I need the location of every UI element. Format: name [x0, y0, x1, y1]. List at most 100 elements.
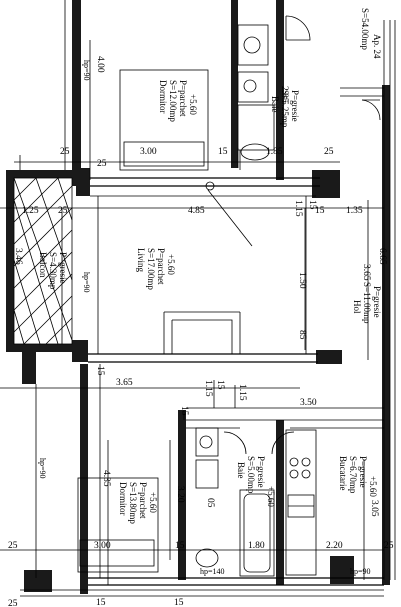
svg-text:P=gresie: P=gresie — [358, 456, 368, 488]
dim-05: 05 — [205, 498, 215, 508]
svg-text:Baie: Baie — [236, 462, 246, 479]
svg-text:S=6.70mp: S=6.70mp — [348, 456, 358, 494]
dim-hp90-b: hp=90 — [82, 272, 91, 293]
svg-text:Bucatarie: Bucatarie — [338, 456, 348, 490]
room-bucatarie: Bucatarie S=6.70mp P=gresie +5.60 — [338, 456, 378, 497]
svg-text:1.15: 1.15 — [203, 380, 213, 397]
svg-text:S=17.00mp: S=17.00mp — [146, 248, 156, 290]
svg-text:+5.60: +5.60 — [188, 94, 198, 115]
svg-text:S=5.00mp: S=5.00mp — [246, 456, 256, 494]
dim-25: 25 — [8, 541, 18, 551]
room-baie1: Baie S=5.25mp P=gresie — [270, 90, 300, 128]
room-dormitor2: Dormitor S=13.80mp P=parchet +5.60 — [118, 482, 158, 524]
dim-hp90-a: hp=90 — [82, 60, 91, 81]
dim-15: 15 — [174, 598, 184, 607]
dim-25: 25 — [8, 599, 18, 607]
svg-text:4.35: 4.35 — [101, 470, 111, 487]
svg-text:Living: Living — [136, 248, 146, 272]
svg-text:2.85: 2.85 — [279, 86, 289, 103]
svg-text:1.15: 1.15 — [237, 384, 247, 401]
room-balcon: Balcon S=4.30mp P=gresie — [38, 252, 68, 290]
svg-text:4.00: 4.00 — [95, 56, 105, 73]
dim-25: 25 — [60, 147, 70, 157]
svg-text:1.50: 1.50 — [297, 272, 307, 289]
dim-15-c: 15 — [307, 200, 317, 210]
dim-85: 85 — [297, 330, 307, 340]
svg-text:Ap. 24: Ap. 24 — [372, 34, 382, 59]
dim-285: 2.85 — [279, 86, 289, 103]
dim-15: 15 — [175, 541, 185, 551]
svg-text:S=12.00mp: S=12.00mp — [168, 80, 178, 122]
svg-text:3.65: 3.65 — [361, 264, 371, 281]
dim-180: 1.80 — [248, 541, 265, 551]
wall-lines — [20, 0, 384, 597]
svg-text:hp=90: hp=90 — [82, 272, 91, 293]
svg-text:Dormitor: Dormitor — [158, 80, 168, 114]
fixtures — [77, 24, 317, 577]
dim-485: 4.85 — [188, 206, 205, 216]
svg-text:S=4.30mp: S=4.30mp — [48, 252, 58, 290]
dim-15-f: 15 — [179, 406, 189, 416]
dim-25: 25 — [58, 206, 68, 216]
dim-25: 25 — [97, 159, 107, 169]
svg-text:P=parchet: P=parchet — [178, 80, 188, 117]
dim-135: 1.35 — [346, 206, 363, 216]
room-hol: Hol S=11.00mp P=gresie — [352, 282, 382, 324]
room-dormitor1: Dormitor S=12.00mp P=parchet +5.60 — [158, 80, 198, 122]
svg-text:hp=90: hp=90 — [38, 458, 47, 479]
svg-text:P=parchet: P=parchet — [156, 248, 166, 285]
svg-text:Balcon: Balcon — [38, 252, 48, 278]
svg-text:P=parchet: P=parchet — [138, 482, 148, 519]
dim-15: 15 — [96, 598, 106, 607]
dim-665: 6.65 — [377, 248, 387, 265]
svg-text:3.46: 3.46 — [13, 248, 23, 265]
svg-text:15: 15 — [95, 366, 105, 376]
dim-115-b: 1.15 — [203, 380, 213, 397]
svg-text:S=11.00mp: S=11.00mp — [362, 282, 372, 324]
dim-15-e: 15 — [215, 380, 225, 390]
dim-185: 1.85 — [266, 147, 283, 157]
dim-350: 3.50 — [300, 398, 317, 408]
svg-text:+5.60: +5.60 — [266, 486, 276, 507]
svg-text:6.65: 6.65 — [377, 248, 387, 265]
dim-220: 2.20 — [326, 541, 343, 551]
svg-text:3.05: 3.05 — [369, 500, 379, 517]
svg-text:05: 05 — [205, 498, 215, 508]
dim-435: 4.35 — [101, 470, 111, 487]
dim-320: 3.20 — [175, 486, 185, 503]
svg-text:S=5.25mp: S=5.25mp — [280, 90, 290, 128]
dim-300: 3.00 — [140, 147, 157, 157]
room-apartment: S=54.00mp Ap. 24 — [360, 8, 382, 59]
svg-text:Baie: Baie — [270, 96, 280, 113]
svg-text:P=gresie: P=gresie — [256, 456, 266, 488]
dim-125: 1.25 — [22, 206, 39, 216]
svg-text:P=gresie: P=gresie — [372, 286, 382, 318]
dim-346: 3.46 — [13, 248, 23, 265]
svg-text:Hol: Hol — [352, 300, 362, 314]
dim-25: 25 — [384, 541, 394, 551]
svg-text:15: 15 — [215, 380, 225, 390]
svg-text:hp=90: hp=90 — [82, 60, 91, 81]
svg-text:+5.60: +5.60 — [148, 492, 158, 513]
dimension-lines — [0, 40, 384, 585]
dim-15: 15 — [315, 206, 325, 216]
svg-text:Dormitor: Dormitor — [118, 482, 128, 516]
dim-hp90-c: hp=90 — [38, 458, 47, 479]
svg-text:+5.60: +5.60 — [368, 476, 378, 497]
doors — [183, 15, 381, 455]
dim-15-d: 15 — [95, 366, 105, 376]
walls — [6, 0, 390, 594]
svg-text:S=13.80mp: S=13.80mp — [128, 482, 138, 524]
dim-25: 25 — [324, 147, 334, 157]
svg-text:P=gresie: P=gresie — [290, 90, 300, 122]
svg-text:15: 15 — [179, 406, 189, 416]
svg-text:15: 15 — [307, 200, 317, 210]
svg-text:P=gresie: P=gresie — [58, 252, 68, 284]
dim-15: 15 — [218, 147, 228, 157]
svg-text:85: 85 — [297, 330, 307, 340]
dim-365: 3.65 — [116, 378, 133, 388]
stairs — [383, 20, 396, 580]
dim-400: 4.00 — [95, 56, 105, 73]
dim-115-a: 1.15 — [293, 200, 303, 217]
